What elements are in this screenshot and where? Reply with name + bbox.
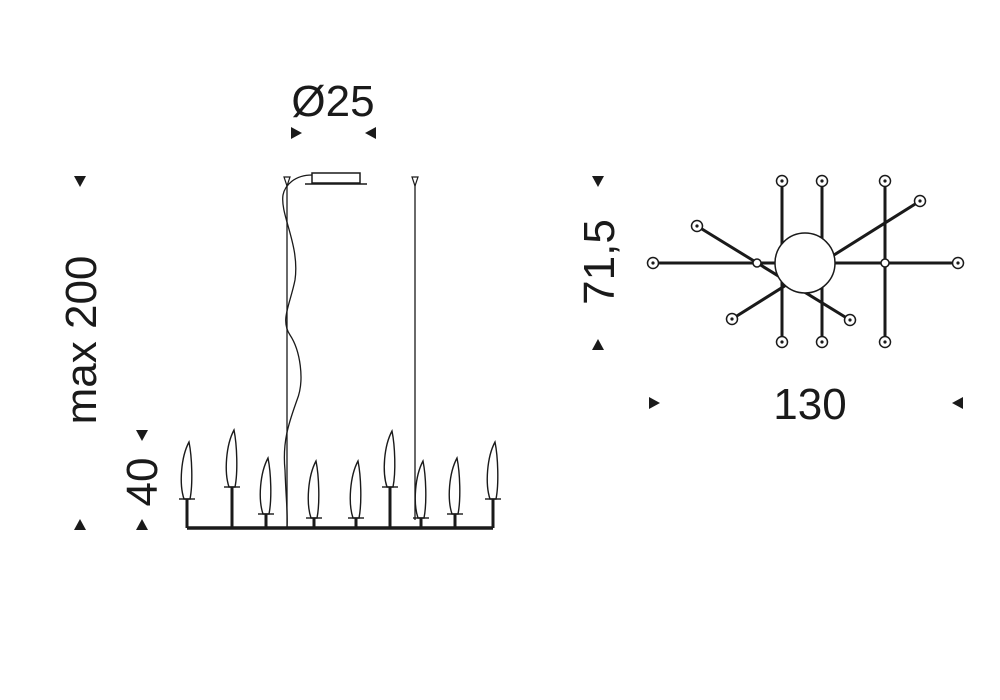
arrow-up (136, 519, 148, 530)
arrow-down (74, 176, 86, 187)
arrow-left (952, 397, 963, 409)
arrow-down (592, 176, 604, 187)
arrow-left (365, 127, 376, 139)
side-view (179, 172, 501, 530)
candle (382, 428, 398, 528)
arrow-down (136, 430, 148, 441)
candle (485, 439, 501, 528)
canopy-diameter-label: Ø25 (291, 77, 374, 126)
candle (179, 439, 195, 528)
suspension-clip (283, 176, 291, 188)
arrow-up (592, 339, 604, 350)
candle (224, 427, 240, 528)
power-cable (282, 174, 313, 529)
depth-label: 71,5 (575, 219, 624, 305)
canopy-circle (774, 232, 836, 294)
candle-height-label: 40 (118, 458, 167, 507)
arrow-right (291, 127, 302, 139)
arrow-right (649, 397, 660, 409)
candle (413, 458, 429, 528)
max-height-label: max 200 (57, 256, 106, 425)
arrow-up (74, 519, 86, 530)
width-label: 130 (773, 380, 846, 429)
candle (348, 458, 364, 528)
suspension-clip (411, 176, 419, 188)
top-view (646, 174, 965, 349)
candle (447, 455, 463, 528)
candle (258, 455, 274, 528)
canopy (311, 172, 361, 184)
dimension-arrows (74, 127, 963, 530)
candle (306, 458, 322, 528)
